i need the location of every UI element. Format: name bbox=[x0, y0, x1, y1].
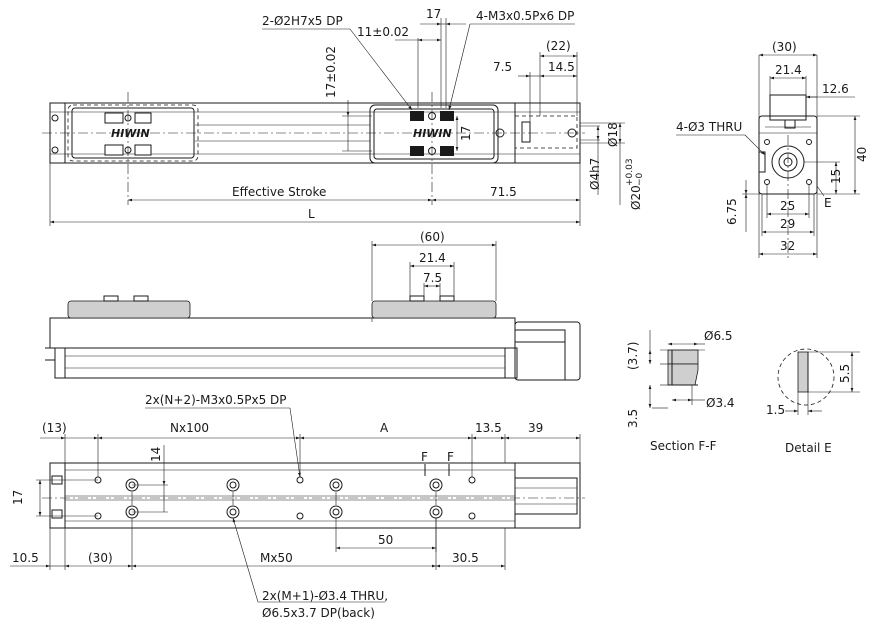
dim-17-top: 17 bbox=[426, 7, 441, 21]
dim-dia-20: Ø20 bbox=[629, 185, 643, 210]
dim-dia-6-5: Ø6.5 bbox=[704, 329, 733, 343]
logo-left-text: HIWIN bbox=[111, 127, 150, 140]
dim-17-bottom: 17 bbox=[11, 490, 25, 505]
dim-32: 32 bbox=[780, 239, 795, 253]
dim-3-5: 3.5 bbox=[626, 409, 640, 428]
dim-7-5-side: 7.5 bbox=[423, 271, 442, 285]
dim-nx100: Nx100 bbox=[170, 421, 209, 435]
dim-30-bottom: (30) bbox=[88, 551, 113, 565]
dim-25: 25 bbox=[780, 199, 795, 213]
dim-dia-4h7: Ø4h7 bbox=[588, 158, 602, 190]
dim-21-4-side: 21.4 bbox=[419, 251, 446, 265]
dim-60: (60) bbox=[420, 230, 445, 244]
section-ff: (3.7) 3.5 Ø6.5 Ø3.4 Section F-F bbox=[626, 329, 735, 453]
dim-5-5: 5.5 bbox=[838, 364, 852, 383]
dim-30-end: (30) bbox=[772, 40, 797, 54]
dim-7-5-end: 7.5 bbox=[493, 60, 512, 74]
tap-callout-bottom: 2x(N+2)-M3x0.5Px5 DP bbox=[145, 393, 287, 407]
effective-stroke-label: Effective Stroke bbox=[232, 185, 326, 199]
side-view: (60) 21.4 7.5 bbox=[45, 230, 581, 381]
dim-mx50: Mx50 bbox=[260, 551, 293, 565]
dim-dia-3-4: Ø3.4 bbox=[706, 396, 735, 410]
dim-10-5: 10.5 bbox=[12, 551, 39, 565]
dim-3-7: (3.7) bbox=[626, 342, 640, 370]
dim-50: 50 bbox=[378, 533, 393, 547]
bottom-view: (13) Nx100 A 13.5 39 2x(N+2)-M3x0.5Px5 D… bbox=[10, 393, 585, 620]
dim-15: 15 bbox=[829, 169, 843, 184]
dim-13-5: 13.5 bbox=[475, 421, 502, 435]
hole-callout-line2: Ø6.5x3.7 DP(back) bbox=[262, 606, 375, 620]
top-view: HIWIN HIWIN Effective Stroke 71.5 bbox=[42, 7, 645, 226]
dim-L: L bbox=[308, 207, 315, 221]
label-F2: F bbox=[447, 450, 454, 464]
thru-callout: 4-Ø3 THRU bbox=[676, 120, 742, 134]
logo-right-text: HIWIN bbox=[413, 127, 452, 140]
dim-21-4-end: 21.4 bbox=[775, 63, 802, 77]
dim-29: 29 bbox=[780, 217, 795, 231]
dowel-callout: 2-Ø2H7x5 DP bbox=[262, 14, 343, 28]
label-F1: F bbox=[421, 450, 428, 464]
dim-40: 40 bbox=[855, 147, 869, 162]
dim-17-tol-vertical: 17±0.02 bbox=[324, 46, 338, 98]
thru-hole-group bbox=[125, 478, 443, 519]
dim-71-5: 71.5 bbox=[490, 185, 517, 199]
label-E: E bbox=[824, 196, 832, 210]
tap-callout-top: 4-M3x0.5Px6 DP bbox=[476, 9, 574, 23]
dim-30-5: 30.5 bbox=[452, 551, 479, 565]
detail-e: 5.5 1.5 Detail E bbox=[766, 348, 860, 455]
dim-13: (13) bbox=[42, 421, 67, 435]
dim-14: 14 bbox=[149, 447, 163, 462]
dim-14-5: 14.5 bbox=[548, 60, 575, 74]
dim-1-5: 1.5 bbox=[766, 403, 785, 417]
dim-dia-20-tol-upper: +0.03 bbox=[625, 158, 635, 186]
dim-dia-20-tol-lower: −0 bbox=[635, 172, 645, 186]
dim-39: 39 bbox=[528, 421, 543, 435]
dim-A: A bbox=[380, 421, 389, 435]
dim-dia-18: Ø18 bbox=[606, 122, 620, 147]
dim-17-vertical: 17 bbox=[459, 126, 473, 141]
section-ff-title: Section F-F bbox=[650, 439, 717, 453]
dim-22: (22) bbox=[546, 39, 571, 53]
end-view: (30) 21.4 12.6 4-Ø3 THRU 40 15 6.75 25 E bbox=[676, 40, 869, 260]
dim-6-75: 6.75 bbox=[725, 198, 739, 225]
detail-e-title: Detail E bbox=[785, 441, 832, 455]
dim-12-6: 12.6 bbox=[822, 82, 849, 96]
hole-callout-line1: 2x(M+1)-Ø3.4 THRU, bbox=[262, 589, 388, 603]
dim-11-tol: 11±0.02 bbox=[357, 25, 409, 39]
